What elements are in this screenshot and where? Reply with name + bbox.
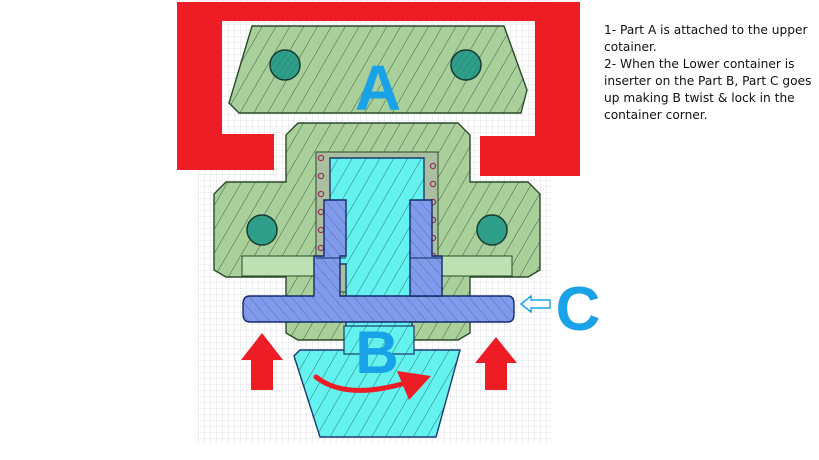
curved-red-arrow-icon — [313, 374, 412, 393]
note-1: 1- Part A is attached to the upper cotai… — [604, 23, 808, 54]
bolt-hole-right — [476, 214, 508, 246]
note-2: 2- When the Lower container is inserter … — [604, 57, 812, 122]
part-c — [242, 199, 515, 323]
red-up-arrow-right — [475, 337, 517, 390]
bolt-hole-left — [246, 214, 278, 246]
explanation-notes: 1- Part A is attached to the upper cotai… — [604, 22, 814, 124]
outline-left-arrow-icon — [519, 294, 551, 314]
label-part-a: A — [355, 52, 401, 124]
label-part-c: C — [556, 275, 601, 344]
part-a — [228, 25, 528, 114]
part-b — [293, 157, 461, 438]
red-up-arrow-left — [241, 333, 283, 390]
label-part-b: B — [355, 319, 398, 386]
upper-container — [177, 2, 580, 176]
